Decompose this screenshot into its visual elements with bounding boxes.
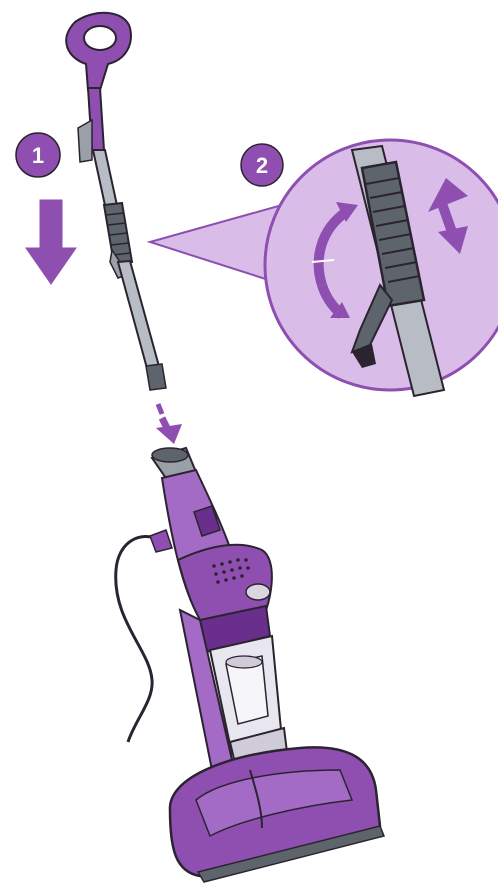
step-2-number: 2 <box>256 153 268 178</box>
zoom-callout <box>150 140 498 396</box>
handle-grip <box>66 13 131 90</box>
wand-collar <box>104 203 132 264</box>
power-cord <box>116 537 160 742</box>
step-1-number: 1 <box>32 143 44 168</box>
handle-wand <box>66 13 166 390</box>
step-2-marker: 2 <box>241 144 283 186</box>
down-arrow-icon <box>26 200 76 284</box>
insert-arrow-icon <box>156 404 182 444</box>
vacuum-body <box>152 448 384 882</box>
floor-head <box>170 747 384 882</box>
step-1-marker: 1 <box>16 133 60 177</box>
brand-badge <box>246 584 270 600</box>
